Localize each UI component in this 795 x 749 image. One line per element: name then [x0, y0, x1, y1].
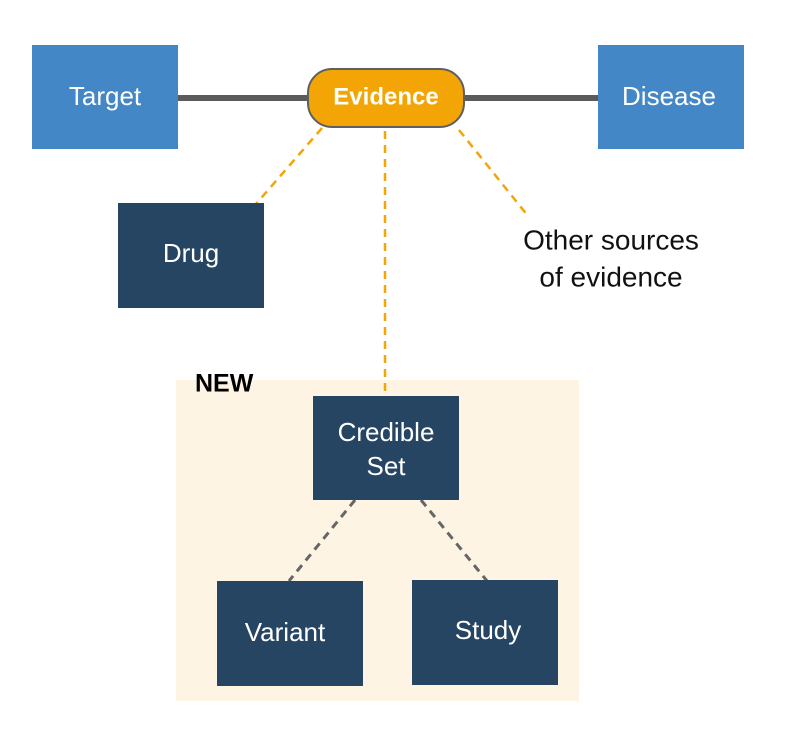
drug-node-label: Drug: [163, 238, 219, 268]
credible-set-label-line1: Credible: [338, 417, 435, 447]
other-sources-label-line2: of evidence: [539, 261, 682, 292]
disease-node-label: Disease: [622, 81, 716, 111]
evidence-node: [307, 68, 465, 128]
credible-set-label-line2: Set: [366, 451, 406, 481]
connector-credible-set-study: [419, 499, 489, 582]
connector-credible-set-variant: [287, 499, 357, 582]
target-node: [32, 45, 178, 149]
variant-node-label: Variant: [245, 617, 326, 647]
new-label: NEW: [195, 370, 254, 398]
study-node: [412, 580, 558, 685]
connector-evidence-drug: [255, 127, 323, 205]
study-node-label: Study: [455, 615, 522, 645]
credible-set-node: [313, 396, 459, 500]
evidence-node-label: Evidence: [333, 83, 438, 110]
drug-node: [118, 203, 264, 308]
connector-evidence-other-sources: [458, 129, 529, 217]
target-node-label: Target: [69, 81, 142, 111]
disease-node: [598, 45, 744, 149]
variant-node: [217, 581, 363, 686]
other-sources-label-line1: Other sources: [523, 224, 699, 255]
